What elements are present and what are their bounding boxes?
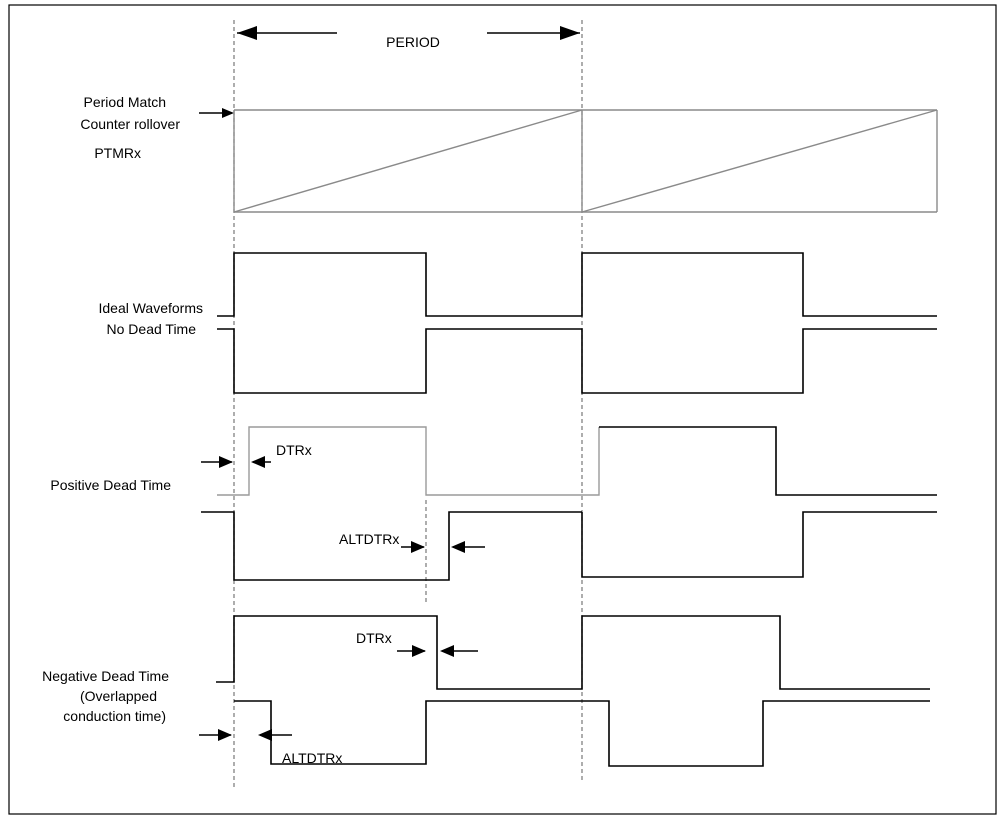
conduction-time-label: conduction time) [63,708,166,724]
altdtr-negative-label: ALTDTRx [282,750,342,766]
rollover-arrow-icon [199,108,234,118]
altdtr-negative-right-arrow-icon [258,729,292,741]
positive-dead-time-waveform-low-2 [581,511,937,578]
no-dead-time-label: No Dead Time [107,321,197,337]
altdtr-positive-left-arrow-icon [401,541,425,553]
diagram-frame [8,4,997,815]
positive-dead-time-waveform-low [201,511,582,581]
dtr-negative-label: DTRx [356,630,392,646]
negative-dead-time-label: Negative Dead Time [42,668,169,684]
altdtr-positive-right-arrow-icon [451,541,485,553]
dtr-positive-label: DTRx [276,442,312,458]
dtr-negative-left-arrow-icon [397,645,426,657]
counter-ramp [233,109,938,213]
dtr-negative-right-arrow-icon [440,645,478,657]
positive-dead-time-label: Positive Dead Time [50,477,171,493]
counter-rollover-label: Counter rollover [80,116,180,132]
dtr-positive-left-arrow-icon [201,456,233,468]
positive-dead-time-waveform-high-2 [599,426,937,496]
period-arrow-right-icon [487,26,580,40]
dtr-positive-right-arrow-icon [251,456,271,468]
ideal-waveform-low [217,328,937,394]
ideal-waveforms-label: Ideal Waveforms [98,300,203,316]
period-match-label: Period Match [84,94,166,110]
overlapped-label: (Overlapped [80,688,157,704]
altdtr-negative-left-arrow-icon [199,729,232,741]
period-label: PERIOD [386,34,440,50]
altdtr-positive-label: ALTDTRx [339,531,399,547]
ptmr-label: PTMRx [94,145,141,161]
period-arrow-left-icon [237,26,337,40]
negative-dead-time-waveform-high [216,615,930,690]
ideal-waveform-high [217,252,937,317]
positive-dead-time-waveform-high [217,426,600,496]
